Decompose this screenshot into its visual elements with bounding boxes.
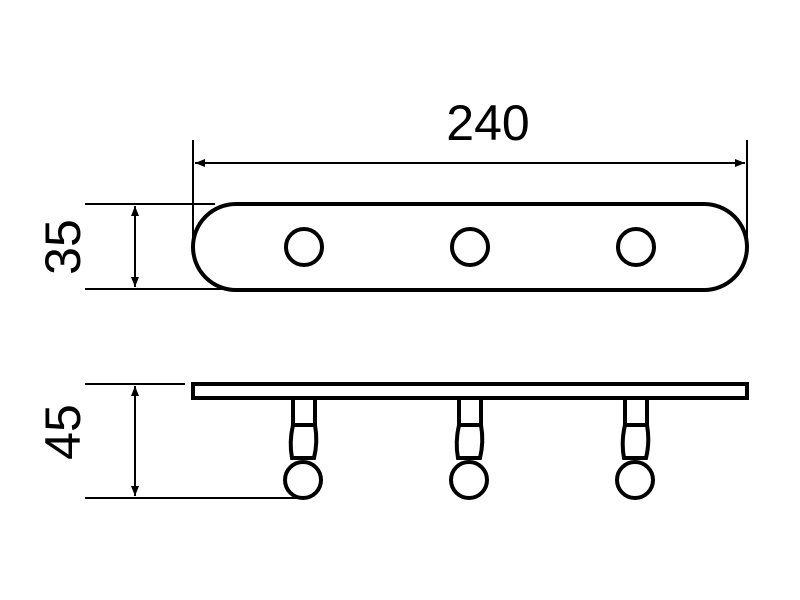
- height-dimension-label: 45: [35, 404, 91, 460]
- side-view: 45: [35, 382, 749, 500]
- hook-side-3: [615, 396, 655, 500]
- hook-circle-1: [284, 227, 324, 267]
- hook-side-1: [283, 398, 323, 500]
- hook-circle-3: [616, 227, 656, 267]
- plate-side-outline: [191, 382, 749, 400]
- hook-side-2: [449, 396, 489, 500]
- top-view: 240 35: [35, 95, 749, 292]
- hook-circle-2: [450, 227, 490, 267]
- width-dimension-label: 240: [446, 95, 529, 151]
- backplate-outline: [191, 202, 749, 292]
- depth-dimension-label: 35: [35, 219, 91, 275]
